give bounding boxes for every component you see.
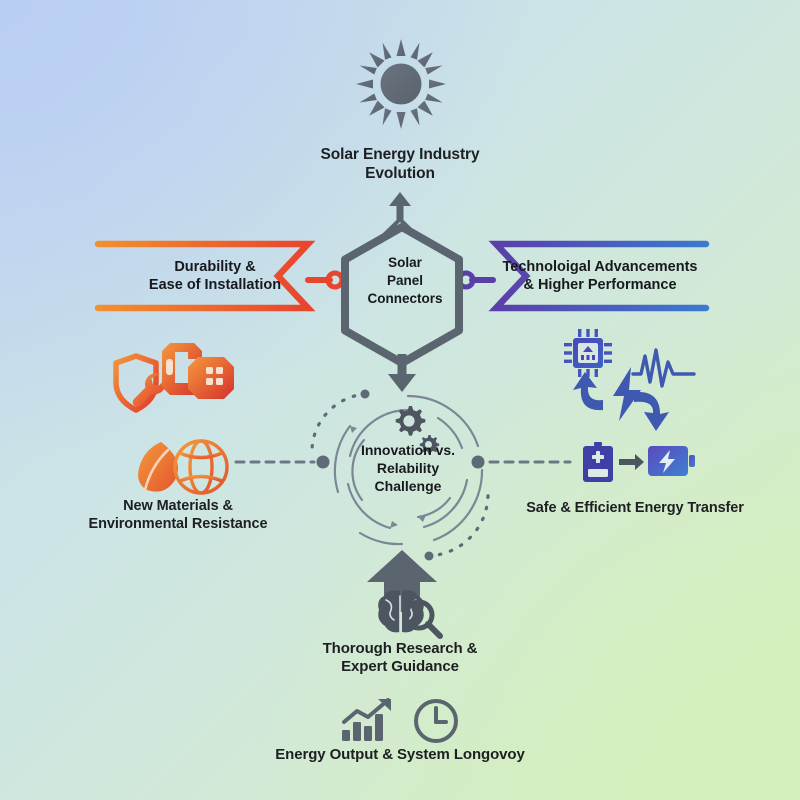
bar-chart-growth-icon (342, 698, 398, 742)
bottom-branch-label: Thorough Research & Expert Guidance (322, 640, 478, 676)
curved-arrow-left-icon (569, 368, 611, 414)
hub-label: Innovation vs. Relability Challenge (360, 442, 456, 494)
gear-large-icon (392, 404, 426, 438)
arrow-right-icon (619, 452, 645, 472)
left-branch-label: New Materials & Environmental Resistance (88, 498, 268, 532)
banner-technology[interactable] (482, 240, 710, 312)
footer-label: Energy Output & System Longovoy (275, 746, 525, 763)
curved-arrow-right-icon (630, 388, 674, 434)
clock-icon (413, 698, 459, 744)
magnifier-icon (402, 598, 444, 640)
dashed-connector-left (234, 452, 336, 472)
sun-icon (355, 38, 447, 130)
dashed-connector-right (470, 452, 575, 472)
microchip-icon (563, 328, 613, 378)
battery-charged-icon (648, 444, 696, 478)
top-label: Solar Energy Industry Evolution (320, 146, 480, 182)
dashed-orbit-right (420, 470, 500, 562)
globe-icon (172, 438, 230, 496)
lightning-bolt-icon (611, 366, 645, 422)
right-branch-label: Safe & Efficient Energy Transfer (526, 500, 744, 516)
banner-durability-label: Durability & Ease of Installation (148, 259, 282, 294)
gear-small-icon (418, 434, 440, 455)
dashed-orbit-rings (326, 388, 490, 552)
hexagon-label: Solar Panel Connectors (367, 255, 443, 307)
waveform-icon (631, 348, 696, 390)
arrow-down-icon (381, 352, 423, 394)
connector-link-icon (158, 337, 242, 421)
banner-technology-label: Technoloigal Advancements & Higher Perfo… (502, 259, 698, 294)
shield-wrench-icon (112, 352, 172, 416)
battery-empty-icon (583, 442, 613, 482)
leaf-icon (135, 440, 187, 494)
arrow-up-icon (376, 190, 424, 238)
banner-durability[interactable] (94, 240, 318, 312)
dashed-orbit-left (300, 388, 370, 478)
